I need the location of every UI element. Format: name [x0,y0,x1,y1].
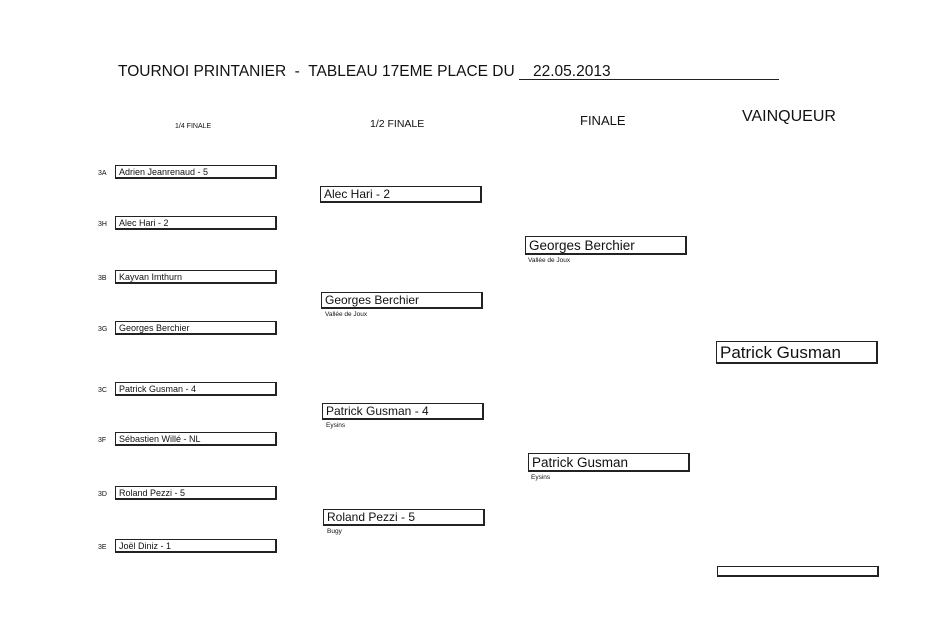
club-label: Bugy [327,528,342,535]
semifinal-slot: Patrick Gusman - 4 [322,403,484,420]
title-left: TOURNOI PRINTANIER [118,63,287,80]
quarterfinal-slot: Roland Pezzi - 5 [115,486,277,500]
quarterfinal-slot: Alec Hari - 2 [115,216,277,230]
quarterfinal-slot: Adrien Jeanrenaud - 5 [115,165,277,179]
final-slot: Georges Berchier [525,236,687,255]
final-slot: Patrick Gusman [528,453,690,472]
club-label: Eysins [531,474,551,481]
quarterfinal-slot: Kayvan Imthurn [115,270,277,284]
club-label: Eysins [326,422,346,429]
quarterfinal-slot: Georges Berchier [115,321,277,335]
club-label: Vallée de Joux [325,311,368,318]
header-quarterfinal: 1/4 FINALE [175,123,212,130]
seed-label: 3E [98,544,107,551]
title-blank-line [616,64,779,80]
title-separator: - [294,63,300,80]
quarterfinal-slot: Joël Diniz - 1 [115,539,277,553]
seed-label: 3F [98,437,107,444]
semifinal-slot: Georges Berchier [321,292,483,309]
seed-label: 3H [98,221,107,228]
date-field: 22.05.2013 [518,64,617,80]
seed-label: 3C [98,387,107,394]
seed-label: 3A [98,170,107,177]
quarterfinal-slot: Sébastien Willé - NL [115,432,277,446]
winner-blank-slot [717,566,879,577]
header-winner: VAINQUEUR [742,108,836,125]
club-label: Vallée de Joux [528,257,571,264]
semifinal-slot: Alec Hari - 2 [320,186,482,203]
seed-label: 3D [98,491,107,498]
document-title: TOURNOI PRINTANIER-TABLEAU 17EME PLACE D… [118,63,779,81]
title-right: TABLEAU 17EME PLACE DU [308,63,515,80]
semifinal-slot: Roland Pezzi - 5 [323,509,485,526]
header-semifinal: 1/2 FINALE [370,118,425,130]
quarterfinal-slot: Patrick Gusman - 4 [115,382,277,396]
seed-label: 3G [98,326,108,333]
header-final: FINALE [580,113,626,128]
seed-label: 3B [98,275,107,282]
winner-slot: Patrick Gusman [716,341,878,364]
